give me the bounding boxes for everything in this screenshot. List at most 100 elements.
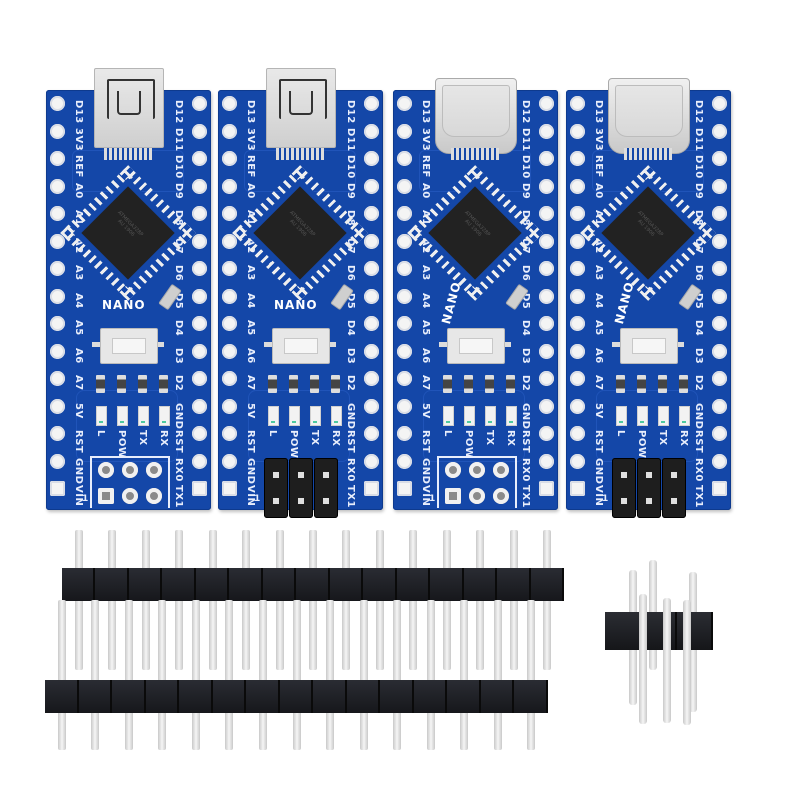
header-pad-left [222,151,237,166]
header-pad-right [712,343,727,359]
silk-label-right: D2 [693,375,704,392]
header-block [296,568,330,601]
header-pad-left [222,178,237,194]
silk-label-left: A7 [245,375,256,391]
header-pad-left [222,398,237,414]
header-pad-right [192,123,207,139]
header-pin [683,600,691,725]
pin-header-strip-bottom [45,600,548,750]
header-pin [426,600,435,750]
header-pad-right [364,288,379,304]
header-pad-right [364,398,379,414]
header-pad-left [397,426,412,441]
header-block [179,680,213,713]
led-label: TX [309,430,320,446]
silk-label-right: TX1 [693,485,704,508]
silk-label-right: D4 [173,320,184,337]
header-pad-right [192,316,207,331]
silk-label-left: RST [420,430,431,454]
led-label: RX [158,430,169,447]
header-block [95,568,129,601]
header-pin-tip [273,472,279,478]
mini-usb-connector [94,68,164,148]
header-block [212,680,247,713]
silk-label-left: A5 [420,320,431,336]
reset-button [92,328,164,364]
pcb-trace [248,390,350,462]
silk-label-right: D11 [173,127,184,152]
silk-label-right: RX0 [345,457,356,482]
led-label: RX [678,430,689,447]
header-pad-left [50,178,65,194]
silk-label-left: A4 [73,292,84,309]
header-pad-left [570,261,585,276]
icsp-outline [90,456,170,508]
status-led-tx [310,406,321,426]
silk-label-left: RST [73,430,84,454]
header-pad-left [50,96,65,111]
silk-label-left: A5 [593,320,604,336]
header-pad-right [712,453,727,469]
header-pad-left [397,151,412,166]
header-pad-right [192,206,207,221]
silk-label-left: A6 [245,347,256,364]
led-label: L [267,430,278,437]
silk-label-right: GND [520,402,531,429]
silk-label-left: A5 [73,320,84,336]
header-pad-right [712,316,727,331]
silk-label-left: RST [245,430,256,454]
header-pin [493,600,502,750]
silk-label-right: D2 [520,375,531,392]
header-block [112,680,146,713]
status-led-l [443,406,454,426]
silk-label-left: 3V3 [593,127,604,151]
header-block [497,568,531,601]
silk-label-left: D13 [73,100,84,124]
smd-resistor [485,375,494,393]
header-pad-right [192,481,207,496]
silk-label-left: A7 [420,375,431,391]
header-pad-left [570,233,585,249]
header-block [329,568,364,601]
header-pad-left [570,123,585,139]
header-pin [124,600,133,750]
silk-label-left: A0 [73,182,84,199]
header-block [641,612,677,650]
header-pin-tip [323,498,329,504]
header-pin-tip [298,498,304,504]
led-label: RX [505,430,516,447]
header-block [413,680,448,713]
header-block [162,568,196,601]
header-pin [393,600,402,750]
header-pad-right [192,288,207,304]
silk-label-right: D4 [345,320,356,337]
status-led-rx [159,406,170,426]
icsp-header-soldered [612,458,686,518]
status-led-l [268,406,279,426]
header-pad-right [712,426,727,441]
icsp-pad [445,488,461,504]
header-pad-left [570,426,585,441]
silk-label-left: A6 [73,347,84,364]
led-label: TX [657,430,668,446]
header-block [637,458,661,518]
silk-label-right: D9 [345,182,356,199]
status-led-tx [658,406,669,426]
header-pad-left [570,151,585,166]
usb-solder-pins [276,148,324,160]
icsp-pin1-marker: 1 [429,494,436,504]
silk-label-left: A7 [593,375,604,391]
silk-label-right: D6 [520,265,531,282]
header-block [480,680,515,713]
header-pin-tip [621,472,627,478]
header-pad-left [570,206,585,221]
silk-label-left: 5V [420,402,431,419]
header-pad-right [364,151,379,166]
usb-solder-pins [104,148,152,160]
header-pad-right [364,481,379,496]
header-pad-left [397,481,412,496]
header-pad-right [712,398,727,414]
silk-label-right: D12 [693,100,704,124]
silk-label-right: RX0 [520,457,531,482]
smd-resistor [138,375,147,393]
